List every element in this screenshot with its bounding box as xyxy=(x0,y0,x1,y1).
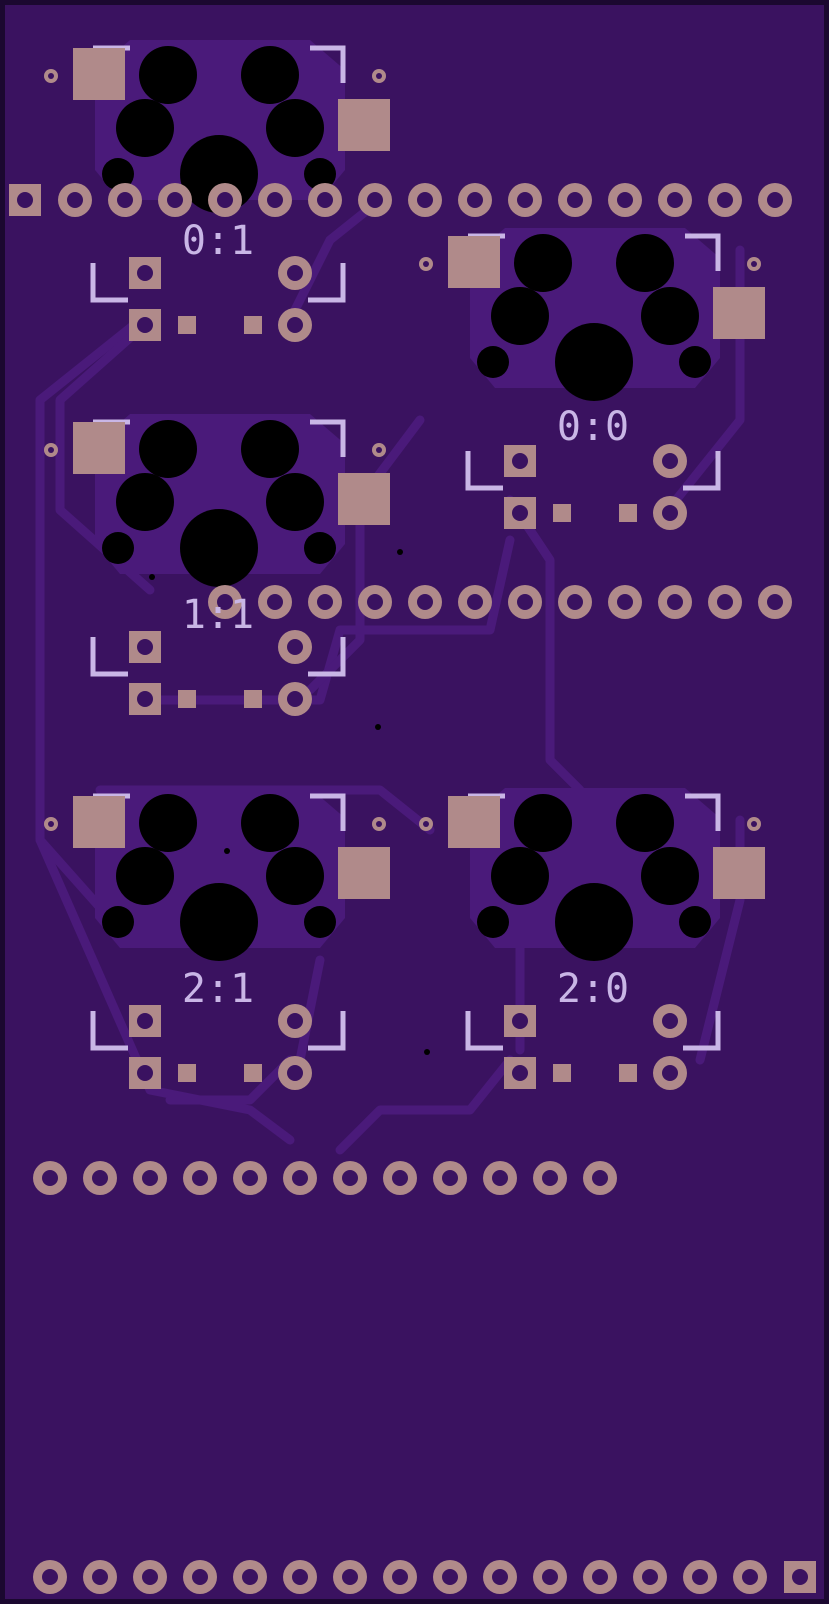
switch-footprint-2-0 xyxy=(419,788,765,1090)
drill-holes xyxy=(102,794,336,961)
switch-label-2-0: 2:0 xyxy=(557,966,629,1012)
smd-pad xyxy=(244,1064,262,1082)
hotswap-pad xyxy=(713,287,765,339)
diode-outline xyxy=(465,451,721,491)
switch-label-1-1: 1:1 xyxy=(182,592,254,638)
header-row-bottom xyxy=(33,1560,816,1594)
hotswap-pad xyxy=(338,99,390,151)
smd-pad xyxy=(244,316,262,334)
switch-label-2-1: 2:1 xyxy=(182,966,254,1012)
switch-label-0-0: 0:0 xyxy=(557,404,629,450)
switch-label-0-1: 0:1 xyxy=(182,218,254,264)
hotswap-pad xyxy=(448,236,500,288)
header-row-top xyxy=(9,183,792,217)
hotswap-pad xyxy=(338,847,390,899)
switch-footprint-1-1 xyxy=(44,414,390,716)
smd-pad xyxy=(619,504,637,522)
hotswap-pad xyxy=(73,48,125,100)
hotswap-pad xyxy=(448,796,500,848)
hotswap-pad xyxy=(73,422,125,474)
smd-pad xyxy=(244,690,262,708)
drill-holes xyxy=(102,420,336,587)
drill-holes xyxy=(477,794,711,961)
smd-pad xyxy=(178,690,196,708)
switch-footprint-0-0 xyxy=(419,228,765,530)
smd-pad xyxy=(178,1064,196,1082)
switch-labels: 0:1 0:0 1:1 2:1 2:0 xyxy=(182,218,629,1012)
drill-holes xyxy=(477,234,711,401)
vias xyxy=(149,549,430,1055)
smd-pad xyxy=(553,504,571,522)
hotswap-pad xyxy=(73,796,125,848)
smd-pad xyxy=(619,1064,637,1082)
switch-footprint-2-1 xyxy=(44,788,390,1090)
hotswap-pad xyxy=(713,847,765,899)
header-row-middle xyxy=(208,585,792,619)
diode-outline xyxy=(90,1011,346,1051)
diode-outline xyxy=(90,263,346,303)
smd-pad xyxy=(178,316,196,334)
diode-outline xyxy=(90,637,346,677)
smd-pad xyxy=(553,1064,571,1082)
hotswap-pad xyxy=(338,473,390,525)
header-row-lower xyxy=(33,1161,617,1195)
diode-outline xyxy=(465,1011,721,1051)
